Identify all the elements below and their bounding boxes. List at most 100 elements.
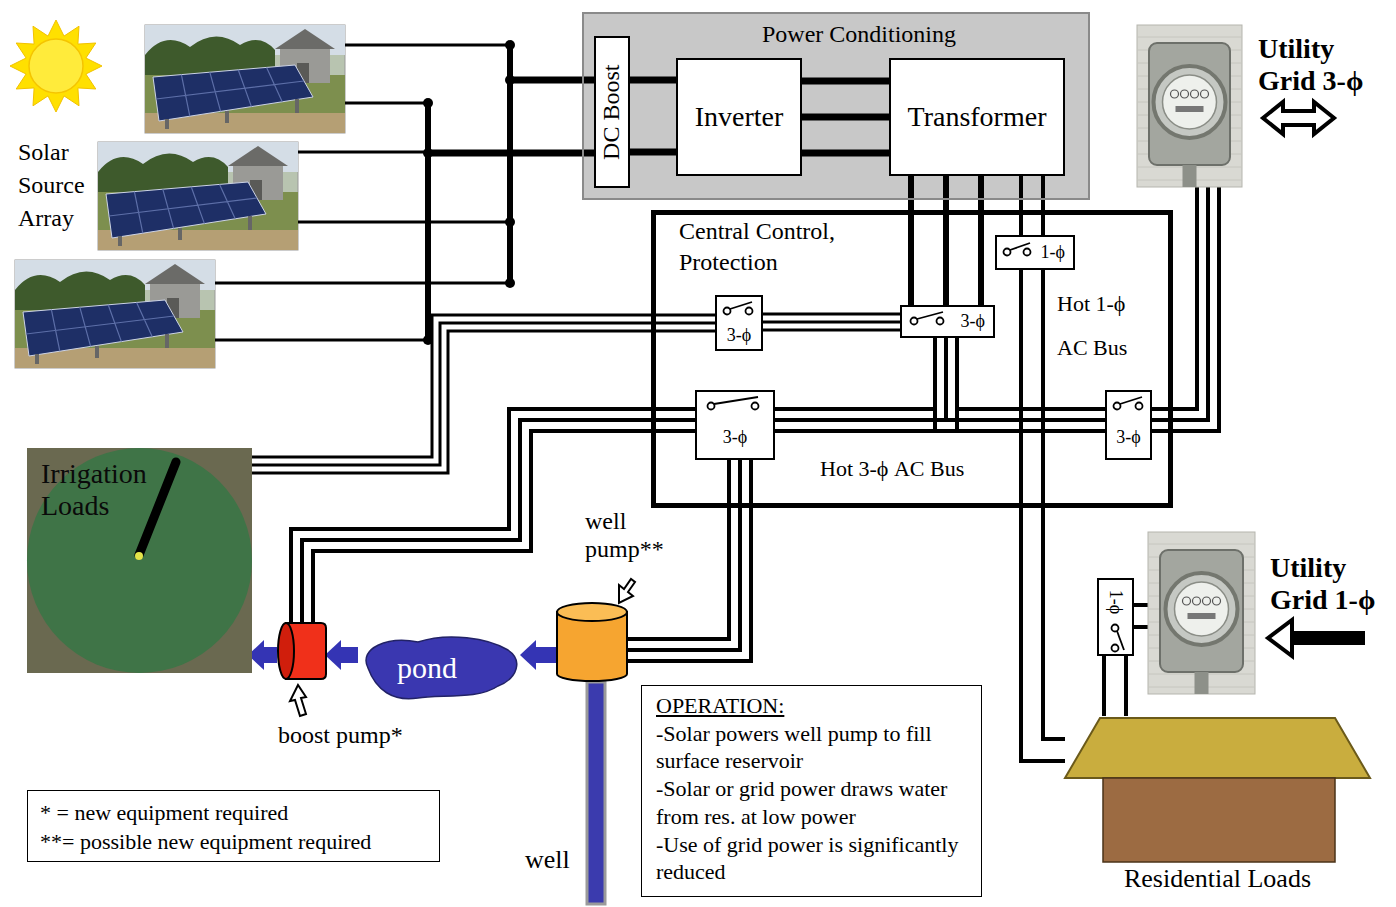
node-shape xyxy=(697,392,777,462)
node-shape xyxy=(1107,392,1154,462)
siding-line xyxy=(1137,37,1242,38)
node-shape xyxy=(997,237,1077,272)
meter-glass xyxy=(1163,75,1217,129)
three-phase-wires xyxy=(291,409,695,622)
dc-bus xyxy=(428,45,510,340)
junction-dots xyxy=(423,40,515,345)
house-body xyxy=(1103,778,1335,862)
operation-note-box: OPERATION:-Solar powers well pump to fil… xyxy=(641,685,982,897)
irrigation-field: Irrigation Loads xyxy=(27,448,252,673)
node-text: 3-ϕ xyxy=(727,326,751,346)
switch-contact xyxy=(708,403,715,410)
switch-contact xyxy=(1114,403,1121,410)
meter-counter xyxy=(1176,106,1204,112)
solar-array-picture xyxy=(15,260,215,368)
junction-dot xyxy=(423,98,433,108)
meter-label: Utility Grid 1-ϕ xyxy=(1270,552,1392,616)
siding xyxy=(1137,25,1242,187)
label-anchor: well xyxy=(525,846,570,875)
utility-meter: Utility Grid 1-ϕ xyxy=(1148,532,1255,694)
meter-label: Utility Grid 3-ϕ xyxy=(1258,33,1386,97)
irrigated-circle xyxy=(27,448,252,673)
single-phase-wires xyxy=(1021,176,1043,235)
node-shape xyxy=(556,602,628,682)
switch-contact xyxy=(1112,645,1119,652)
junction-dot xyxy=(505,75,515,85)
well-pump: well pump** xyxy=(556,602,628,682)
meter-conduit xyxy=(1195,672,1209,694)
box-heading: Power Conditioning xyxy=(762,20,956,49)
switch-contact xyxy=(1024,249,1031,256)
meter-glass xyxy=(1175,582,1229,636)
water-flow-arrow xyxy=(264,647,277,663)
switch-contact xyxy=(752,403,759,410)
switch-box: 1-ϕ xyxy=(995,235,1075,270)
junction-dot xyxy=(505,278,515,288)
dc-wiring xyxy=(215,45,594,340)
node-shape xyxy=(1137,25,1242,187)
dc-feed xyxy=(428,80,594,153)
footnote-box: * = new equipment required**= possible n… xyxy=(27,790,440,862)
switch-box: 3-ϕ xyxy=(695,390,775,460)
three-phase-wires xyxy=(252,315,715,473)
node-text: 1-ϕ xyxy=(1106,590,1126,614)
solar-array-picture xyxy=(98,142,298,250)
meter-ring xyxy=(1154,66,1226,138)
house-roof xyxy=(1065,718,1370,778)
switch-box: 3-ϕ xyxy=(715,295,763,351)
array-label: Solar Source Array xyxy=(18,136,96,235)
residential-house: Residential Loads xyxy=(1065,716,1370,894)
box-heading: Central Control, Protection xyxy=(679,216,899,278)
single-phase-wires xyxy=(1134,605,1148,627)
node-text: Residential Loads xyxy=(1124,865,1311,894)
power-conditioning-box: Power Conditioning DC Boost Inverter Transf… xyxy=(582,12,1090,200)
junction-dot xyxy=(423,148,433,158)
array-lead xyxy=(215,45,510,340)
well-label: well xyxy=(525,846,570,875)
transformer-box: Transformer xyxy=(889,58,1065,176)
meter-dial xyxy=(1201,90,1209,98)
utility-meter: Utility Grid 3-ϕ xyxy=(1137,25,1242,187)
meter-conduit xyxy=(1183,165,1197,187)
note-text: -Solar or grid power draws water from re… xyxy=(656,775,969,830)
junction-dot xyxy=(505,40,515,50)
equipment-label: well pump** xyxy=(585,508,677,563)
switch-contact xyxy=(746,308,753,315)
switch-contact xyxy=(1136,403,1143,410)
bus-label: Hot 3-ϕ AC Bus xyxy=(820,456,964,482)
single-phase-wires xyxy=(1104,656,1126,716)
label-anchor: Hot 3-ϕ AC Bus xyxy=(820,456,964,482)
meter-dial xyxy=(1181,90,1189,98)
siding xyxy=(1148,532,1255,694)
sprinkler-pivot xyxy=(135,552,143,560)
switch-contact xyxy=(937,318,944,325)
node-shape xyxy=(277,622,327,680)
footnote-text: **= possible new equipment required xyxy=(40,828,427,857)
bus-label: Hot 1-ϕ AC Bus xyxy=(1057,282,1143,370)
meter-dial xyxy=(1193,597,1201,605)
meter-counter xyxy=(1188,613,1216,619)
meter-base xyxy=(1149,43,1230,165)
switch-box: 3-ϕ xyxy=(1105,390,1152,460)
node-text: Transformer xyxy=(908,101,1047,133)
meter-dial xyxy=(1203,597,1211,605)
dc-boost-box: DC Boost xyxy=(594,36,630,188)
node-text: 3-ϕ xyxy=(1116,428,1140,448)
leader-arrow xyxy=(619,579,635,603)
well-pipe xyxy=(587,682,605,904)
solar-array-picture xyxy=(145,25,345,133)
node-text: 3-ϕ xyxy=(723,428,747,448)
grid-supply-arrow-head xyxy=(1268,620,1292,656)
inverter-box: Inverter xyxy=(676,58,802,176)
junction-dot xyxy=(505,217,515,227)
switch-lever xyxy=(714,397,758,404)
water-flow-arrow xyxy=(536,647,556,663)
field-square xyxy=(27,448,252,673)
note-text: OPERATION: xyxy=(656,692,969,720)
meter-dial xyxy=(1191,90,1199,98)
meter-dial xyxy=(1183,597,1191,605)
meter-dial xyxy=(1171,90,1179,98)
water-flow-arrow xyxy=(341,647,358,663)
power-box-fill xyxy=(582,12,1090,200)
